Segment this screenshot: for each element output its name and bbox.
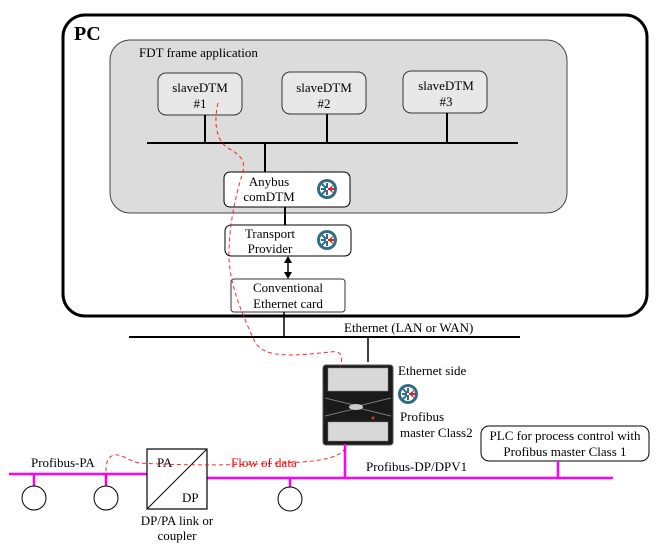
fdt-logo-icon — [397, 383, 419, 405]
slave-dtm-3-line2: #3 — [440, 94, 453, 109]
slave-dtm-2-line2: #2 — [318, 96, 331, 111]
coupler-line2: coupler — [158, 528, 198, 543]
field-device-pa-2[interactable] — [93, 485, 119, 511]
anybus-comdtm[interactable]: Anybus comDTM — [223, 171, 351, 208]
profibus-dp-bus — [207, 444, 613, 488]
slave-dtm-1-line1: slaveDTM — [172, 80, 228, 95]
bidirectional-arrow-icon — [284, 256, 292, 279]
comdtm-line1: Anybus — [249, 174, 289, 189]
slave-dtm-3-line1: slaveDTM — [418, 78, 474, 93]
transport-line2: Provider — [248, 241, 293, 256]
profibus-dp-label: Profibus-DP/DPV1 — [366, 459, 467, 474]
gateway-line2: master Class2 — [400, 425, 473, 440]
dtm-bus — [147, 113, 518, 172]
fdt-logo-icon — [316, 178, 338, 200]
ethernet-card[interactable]: Conventional Ethernet card — [230, 278, 346, 313]
comdtm-line2: comDTM — [243, 189, 295, 204]
data-flow-path — [105, 102, 346, 488]
coupler-dp-label: DP — [182, 490, 199, 505]
field-device-pa-1[interactable] — [21, 485, 47, 511]
slave-dtm-3[interactable]: slaveDTM #3 — [402, 70, 488, 114]
coupler-pa-label: PA — [157, 455, 173, 470]
slave-dtm-1-line2: #1 — [194, 96, 207, 111]
profibus-pa-bus — [9, 472, 147, 487]
anybus-gateway-device[interactable] — [322, 364, 394, 446]
fdt-logo-icon — [316, 229, 338, 251]
pc-title: PC — [74, 23, 101, 45]
slave-dtm-1[interactable]: slaveDTM #1 — [157, 72, 243, 116]
flow-of-data-label: Flow of data — [231, 455, 297, 470]
profibus-pa-label: Profibus-PA — [31, 455, 95, 470]
transport-line1: Transport — [245, 226, 295, 241]
ethernet-card-line1: Conventional — [253, 280, 323, 295]
plc-line1: PLC for process control with — [490, 428, 641, 443]
coupler-line1: DP/PA link or — [141, 513, 214, 528]
ethernet-bus-label: Ethernet (LAN or WAN) — [344, 320, 473, 335]
field-device-dp-1[interactable] — [277, 486, 303, 512]
plc-box[interactable]: PLC for process control with Profibus ma… — [480, 425, 650, 462]
gateway-top-label: Ethernet side — [398, 363, 466, 378]
ethernet-card-line2: Ethernet card — [253, 296, 323, 311]
transport-provider[interactable]: Transport Provider — [224, 224, 352, 257]
fdt-frame-title: FDT frame application — [139, 45, 258, 60]
plc-line2: Profibus master Class 1 — [503, 444, 626, 459]
gateway-line1: Profibus — [400, 409, 444, 424]
dp-pa-coupler[interactable]: PA DP — [146, 448, 208, 510]
slave-dtm-2[interactable]: slaveDTM #2 — [281, 71, 367, 115]
slave-dtm-2-line1: slaveDTM — [296, 80, 352, 95]
